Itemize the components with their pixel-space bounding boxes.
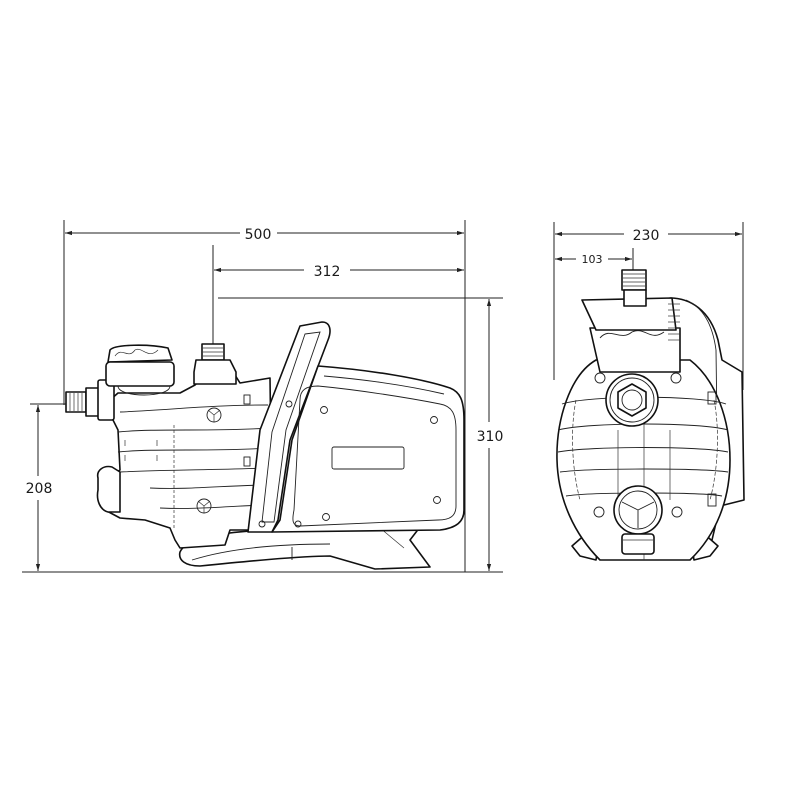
inlet-port bbox=[613, 485, 663, 555]
dim-500-label: 500 bbox=[245, 227, 272, 243]
dim-310-label: 310 bbox=[477, 429, 504, 445]
logo-icon-upper bbox=[206, 407, 222, 423]
pump-side-view bbox=[65, 321, 465, 570]
dim-312-label: 312 bbox=[314, 264, 341, 280]
dim-103-label: 103 bbox=[582, 253, 603, 266]
nameplate bbox=[331, 446, 405, 470]
screw-icons bbox=[258, 400, 441, 528]
outlet-port bbox=[605, 373, 659, 427]
dim-230-label: 230 bbox=[633, 228, 660, 244]
pump-front-view bbox=[556, 269, 745, 561]
dim-208-label: 208 bbox=[26, 481, 53, 497]
side-view-dimensions: 500 312 310 208 bbox=[22, 220, 504, 573]
logo-icon-lower bbox=[196, 498, 212, 514]
grip-fins bbox=[668, 303, 680, 341]
